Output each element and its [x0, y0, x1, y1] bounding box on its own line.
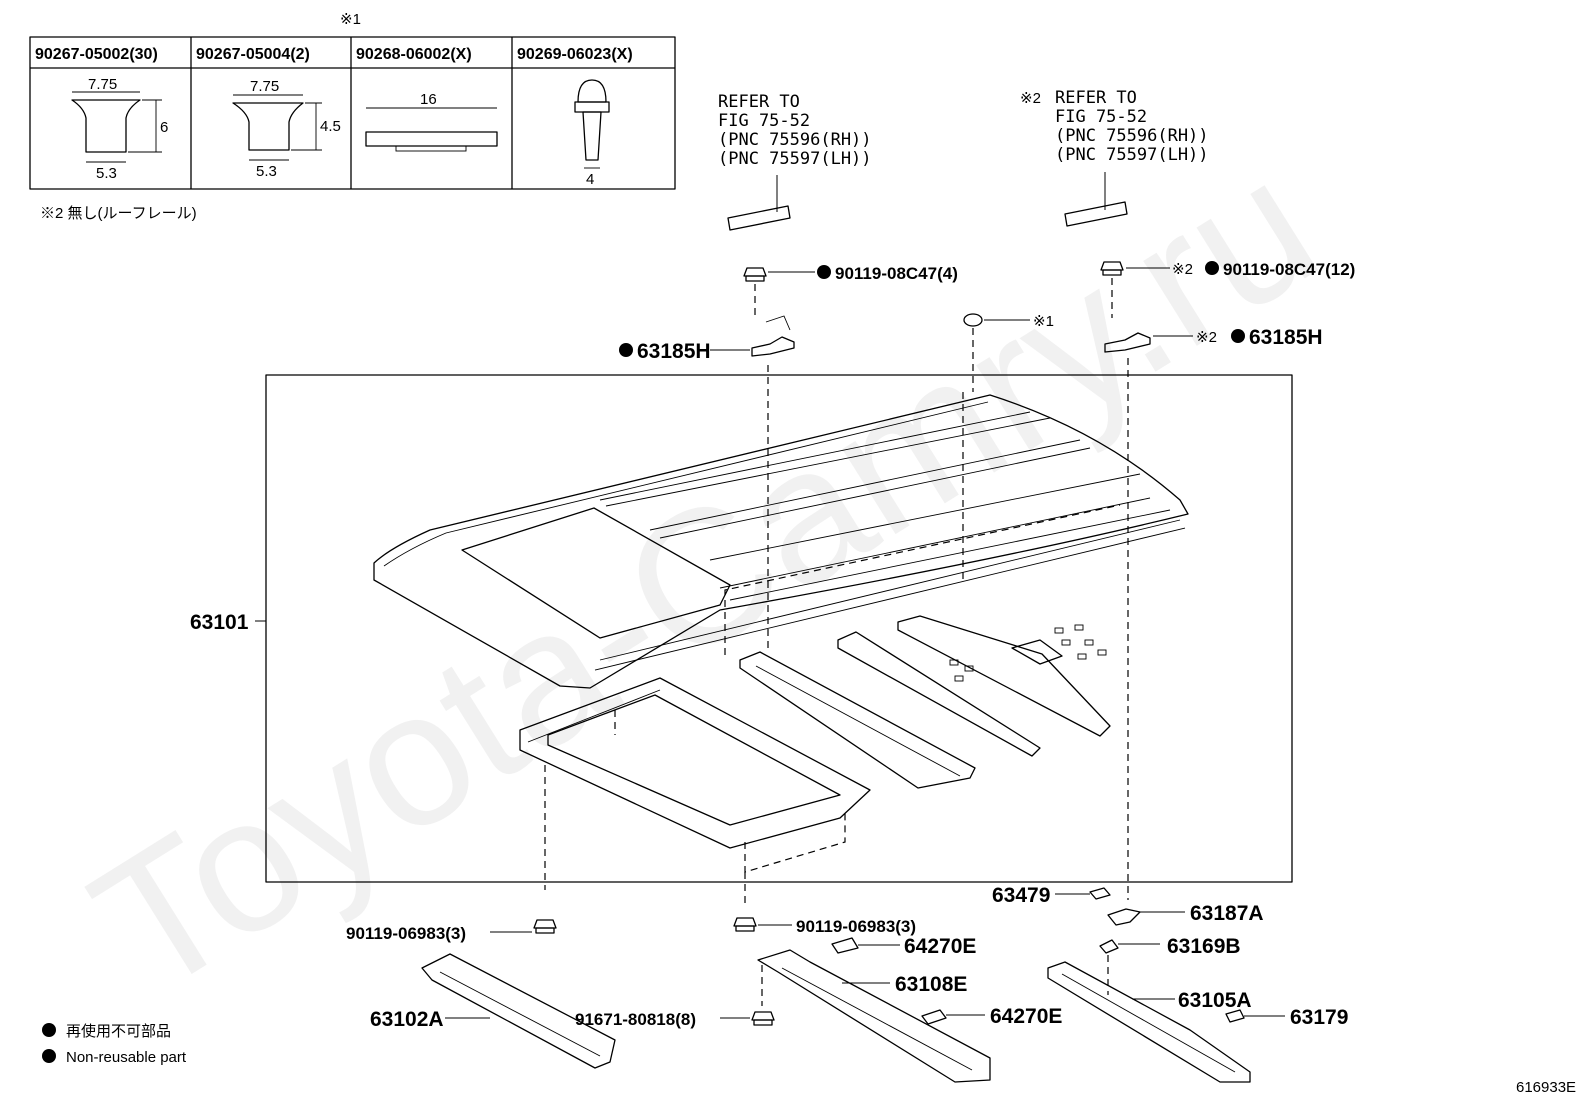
- callout-bolt-left: 90119-08C47(4): [835, 264, 958, 283]
- legend-en: Non-reusable part: [66, 1049, 187, 1066]
- callout-bolt-right: 90119-08C47(12): [1223, 260, 1355, 279]
- table-header-4: 90269-06023(X): [517, 46, 633, 63]
- roof-bow-3: [897, 615, 1111, 737]
- refer-right-line-2: FIG 75-52: [1055, 107, 1147, 127]
- dim-7-75-a: 7.75: [88, 76, 117, 93]
- callout-plug-mark: ※1: [1033, 313, 1054, 330]
- refer-left-line-1: REFER TO: [718, 92, 800, 112]
- roof-bow-2: [837, 631, 1041, 757]
- part-63479: 63479: [992, 884, 1111, 907]
- dim-4: 4: [586, 171, 594, 188]
- roof-bow-1: [739, 651, 976, 789]
- legend-jp: 再使用不可部品: [66, 1023, 171, 1040]
- roof-bow-63105a: [1047, 961, 1251, 1083]
- roof-panel: [373, 394, 1189, 689]
- callout-mark-2b: ※2: [1196, 329, 1217, 346]
- bolt-right-upper: ※2 90119-08C47(12): [1100, 260, 1355, 318]
- callout-63479: 63479: [992, 884, 1050, 907]
- clip-icon-1: 7.75 6 5.3: [71, 76, 168, 182]
- watermark: Toyota-Camry.ru: [59, 118, 1350, 1034]
- callout-bracket-left: 63185H: [637, 340, 711, 363]
- bracket-right: ※2 63185H: [1104, 326, 1323, 353]
- refer-right-line-4: (PNC 75597(LH)): [1055, 145, 1209, 165]
- roof-assembly-frame: [265, 374, 1293, 883]
- table-header-2: 90267-05004(2): [196, 46, 310, 63]
- dim-5-3-a: 5.3: [96, 165, 117, 182]
- dim-5-3-b: 5.3: [256, 163, 277, 180]
- callout-64270e-b: 64270E: [990, 1005, 1062, 1028]
- roof-bow-63108e: [757, 949, 991, 1083]
- clip-icon-2: 7.75 4.5 5.3: [232, 78, 341, 180]
- roof-rail-cover-right: [1064, 201, 1128, 227]
- small-patches: [949, 624, 1107, 682]
- refer-left-line-4: (PNC 75597(LH)): [718, 149, 872, 169]
- refer-left-block: REFER TO FIG 75-52 (PNC 75596(RH)) (PNC …: [718, 92, 872, 231]
- tape-icon: 16: [365, 91, 498, 152]
- roof-rail-cover-left: [727, 205, 791, 231]
- callout-63105a: 63105A: [1178, 989, 1252, 1012]
- diagram-id: 616933E: [1516, 1079, 1576, 1096]
- legend: 再使用不可部品 Non-reusable part: [42, 1023, 187, 1066]
- callout-mark-2a: ※2: [1172, 261, 1193, 278]
- bolt-left-upper: 90119-08C47(4): [743, 264, 958, 318]
- callout-63187a: 63187A: [1190, 902, 1264, 925]
- callout-63102a: 63102A: [370, 1008, 444, 1031]
- refer-right-block: ※2 REFER TO FIG 75-52 (PNC 75596(RH)) (P…: [1020, 88, 1209, 227]
- callout-bolt-b2: 90119-06983(3): [796, 917, 916, 936]
- callout-bolt-b1: 90119-06983(3): [346, 924, 466, 943]
- bolt-b3: 91671-80818(8): [575, 1010, 775, 1029]
- part-63169b: 63169B: [1099, 935, 1241, 958]
- bracket-left: 63185H: [619, 315, 795, 363]
- callout-bolt-b3: 91671-80818(8): [575, 1010, 696, 1029]
- dim-4-5: 4.5: [320, 118, 341, 135]
- bolt-b1: 90119-06983(3): [346, 919, 557, 943]
- bolt-b2: 90119-06983(3): [733, 917, 916, 936]
- part-63187a: 63187A: [1107, 902, 1264, 926]
- roof-bow-63102a: [421, 953, 616, 1069]
- refer-left-line-2: FIG 75-52: [718, 111, 810, 131]
- callout-63169b: 63169B: [1167, 935, 1241, 958]
- callout-64270e-a: 64270E: [904, 935, 976, 958]
- fastener-table: ※1 90267-05002(30) 90267-05004(2) 90268-…: [29, 11, 676, 190]
- refer-right-line-3: (PNC 75596(RH)): [1055, 126, 1209, 146]
- part-64270e-b: 64270E: [921, 1005, 1062, 1028]
- callout-bracket-right: 63185H: [1249, 326, 1323, 349]
- refer-right-mark: ※2: [1020, 90, 1041, 107]
- table-header-1: 90267-05002(30): [35, 46, 158, 63]
- refer-left-line-3: (PNC 75596(RH)): [718, 130, 872, 150]
- callout-roof-panel: 63101: [190, 611, 249, 634]
- dim-7-75-b: 7.75: [250, 78, 279, 95]
- part-64270e-a: 64270E: [831, 935, 976, 958]
- dim-16: 16: [420, 91, 437, 108]
- sunroof-reinforcement: [519, 677, 871, 849]
- dim-6: 6: [160, 119, 168, 136]
- note-mark-1: ※1: [340, 11, 361, 28]
- table-header-3: 90268-06002(X): [356, 46, 472, 63]
- part-63179: 63179: [1225, 1006, 1348, 1029]
- plug-upper: ※1: [963, 313, 1054, 392]
- callout-63108e: 63108E: [895, 973, 967, 996]
- rivet-icon: 4: [574, 79, 610, 188]
- note-2: ※2 無し(ルーフレール): [40, 205, 197, 222]
- callout-63179: 63179: [1290, 1006, 1348, 1029]
- refer-right-line-1: REFER TO: [1055, 88, 1137, 108]
